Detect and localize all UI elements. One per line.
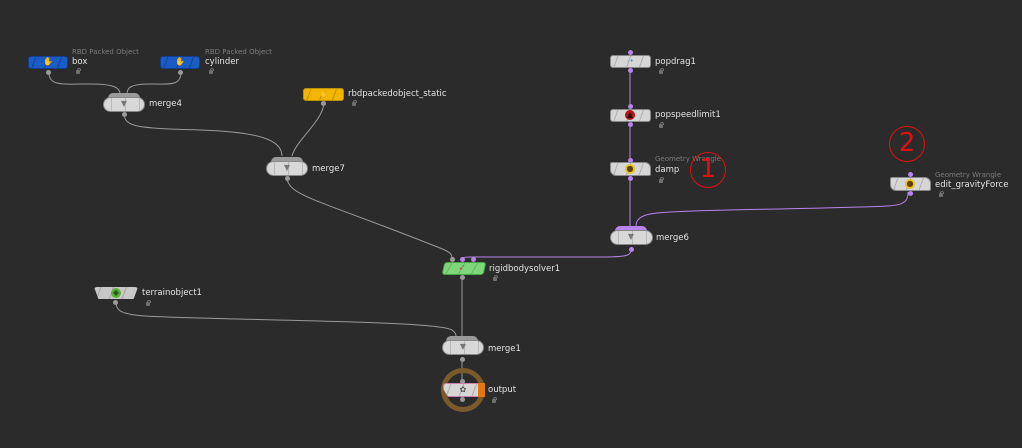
pop-drag-icon: ➝ [626,56,634,65]
lock-icon[interactable] [659,177,664,183]
display-flag[interactable] [478,383,485,397]
annotation-circle-1: 1 [690,152,726,188]
node-label: box [72,57,88,67]
output-port[interactable] [460,275,465,280]
output-port[interactable] [113,300,118,305]
output-port[interactable] [178,70,183,75]
geometry-wrangle-icon: ● [905,179,915,189]
node-body[interactable] [610,230,653,245]
wire-merge6-solver[interactable] [461,249,632,261]
input-port[interactable] [460,379,465,384]
node-label: popdrag1 [655,57,696,67]
rigid-body-solver-icon: ➹ [458,263,466,272]
lock-icon[interactable] [493,275,498,281]
merge-input-bar[interactable] [615,226,647,231]
output-port[interactable] [46,70,51,75]
output-port[interactable] [628,176,633,181]
output-port[interactable] [460,397,465,402]
output-port[interactable] [460,357,465,362]
pop-speed-limit-icon: ▲ [625,110,635,120]
node-body[interactable] [443,383,485,397]
merge-icon: ▼ [283,163,291,172]
wire-box-merge4[interactable] [48,71,121,95]
node-label: merge7 [312,164,345,174]
merge-icon: ▼ [120,99,128,108]
rbd-packed-object-icon: ✋ [319,89,329,98]
wire-merge4-merge7[interactable] [123,112,283,157]
node-label: cylinder [205,57,239,67]
output-port[interactable] [321,101,326,106]
lock-icon[interactable] [939,191,944,197]
node-label: terrainobject1 [142,288,202,298]
node-body[interactable] [103,97,145,112]
lock-icon[interactable] [209,68,214,74]
input-port-0[interactable] [450,257,455,262]
lock-icon[interactable] [659,122,664,128]
wire-gravity-merge6[interactable] [635,191,909,227]
input-port[interactable] [908,172,913,177]
node-type-label: Geometry Wrangle [935,171,1002,179]
output-port[interactable] [908,191,913,196]
output-port[interactable] [628,122,633,127]
node-label: merge6 [656,233,689,243]
wire-terrain-merge1[interactable] [115,301,457,338]
node-label: damp [655,165,680,175]
node-type-label: Geometry Wrangle [655,155,722,163]
output-port[interactable] [122,112,127,117]
lock-icon[interactable] [352,100,357,106]
geometry-wrangle-icon: ● [625,164,635,174]
input-port[interactable] [628,104,633,109]
node-type-label: RBD Packed Object [205,48,272,56]
node-label: rbdpackedobject_static [348,89,447,99]
merge-icon: ▼ [459,342,467,351]
node-label: popspeedlimit1 [655,110,721,120]
output-port[interactable] [628,68,633,73]
merge-input-bar[interactable] [271,157,303,162]
node-label: merge4 [149,99,182,109]
node-label: merge1 [488,344,521,354]
rbd-packed-object-icon: ✋ [175,57,185,66]
node-label: output [488,385,517,395]
node-body[interactable] [442,340,484,355]
input-port-1[interactable] [460,257,465,262]
wire-static-merge7[interactable] [291,101,325,157]
node-body[interactable] [28,56,68,69]
output-port[interactable] [285,176,290,181]
output-icon: ✿ [459,385,467,394]
lock-icon[interactable] [76,68,81,74]
annotation-circle-2: 2 [889,126,925,162]
input-port-2[interactable] [471,257,476,262]
lock-icon[interactable] [659,68,664,74]
node-body[interactable] [266,161,308,176]
node-label: edit_gravityForce [935,180,1009,190]
node-body[interactable] [610,55,651,68]
wire-merge7-solver[interactable] [286,176,453,259]
rbd-packed-object-icon: ✋ [43,57,53,66]
input-port[interactable] [628,158,633,163]
node-body[interactable] [160,56,200,69]
wire-cylinder-merge4[interactable] [126,71,182,95]
output-port[interactable] [629,247,634,252]
node-type-label: RBD Packed Object [72,48,139,56]
terrain-object-icon: ◆ [111,288,121,298]
merge-icon: ▼ [627,232,635,241]
input-port[interactable] [628,50,633,55]
lock-icon[interactable] [492,397,497,403]
node-body[interactable] [303,88,344,101]
merge-input-bar[interactable] [446,336,478,341]
node-label: rigidbodysolver1 [489,264,561,274]
lock-icon[interactable] [146,300,151,306]
merge-input-bar[interactable] [108,93,140,98]
